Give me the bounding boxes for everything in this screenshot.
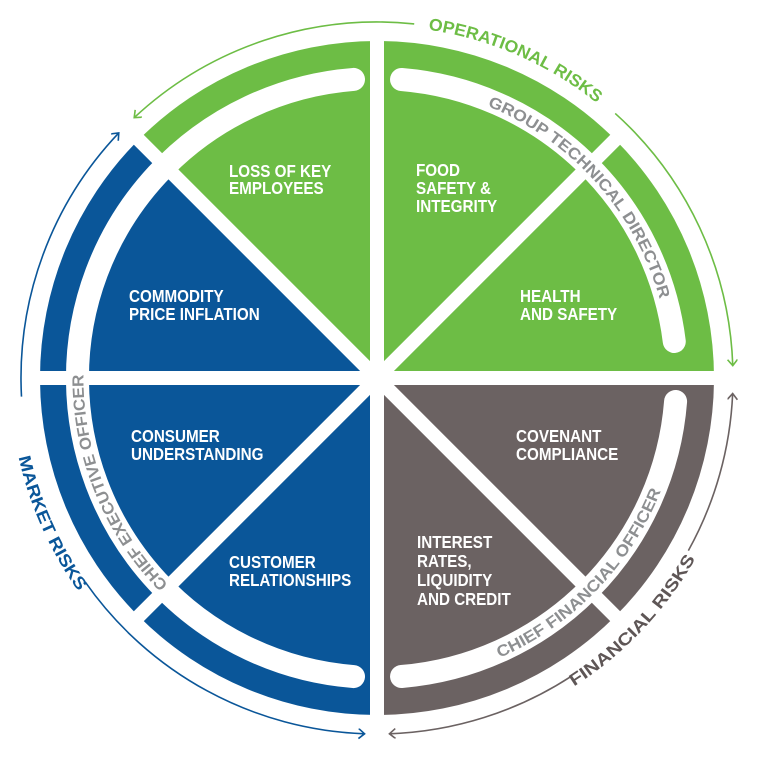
arrow-market-left	[20, 133, 119, 397]
owner-track-market	[65, 67, 365, 689]
divider-line	[129, 130, 625, 626]
wedge-label-food-safety: FOOD SAFETY & INTEGRITY	[416, 161, 497, 216]
svg-text:LOSS OF KEY EMPLOYEES: LOSS OF KEY EMPLOYEES	[229, 162, 336, 198]
svg-text:HEALTH AND SAFETY: HEALTH AND SAFETY	[520, 287, 617, 324]
svg-text:COMMODITY PRICE INFLATIO: COMMODITY PRICE INFLATION	[129, 287, 260, 324]
wedge-label-covenant-compliance: COVENANT COMPLIANCE	[516, 427, 618, 464]
wedge-label-health-safety: HEALTH AND SAFETY	[520, 287, 617, 324]
owner-track-operational	[390, 68, 686, 353]
arrow-financial-bottom	[389, 675, 572, 734]
svg-text:CUSTOMER RELATIONSHIPS: CUSTOMER RELATIONSHIPS	[229, 553, 351, 590]
wedge-label-customer-relationships: CUSTOMER RELATIONSHIPS	[229, 553, 351, 590]
wedge-label-commodity-price-inflation: COMMODITY PRICE INFLATION	[129, 287, 260, 324]
owner-track-financial	[390, 390, 688, 688]
svg-text:INTEREST RATES, LI: INTEREST RATES, LIQUIDITY AND CREDIT	[417, 533, 511, 609]
arrow-operational-left	[134, 21, 415, 118]
owner-tracks	[65, 67, 688, 689]
svg-text:CONSUMER UNDERSTANDING: CONSUMER UNDERSTANDING	[131, 427, 263, 464]
wedge-label-interest-rates: INTEREST RATES, LIQUIDITY AND CREDIT	[417, 533, 511, 609]
svg-text:COVENANT COMPLIANCE: COVENANT COMPLIANCE	[516, 427, 618, 464]
cycle-arrows	[20, 21, 733, 734]
svg-text:FOOD SAFETY & INTE: FOOD SAFETY & INTEGRITY	[416, 161, 497, 216]
dividers	[34, 35, 720, 721]
arrow-operational-right	[614, 112, 733, 365]
wedge-label-loss-of-key-employees: LOSS OF KEY EMPLOYEES	[229, 162, 336, 198]
wedge-label-consumer-understanding: CONSUMER UNDERSTANDING	[131, 427, 263, 464]
arrow-market-bottom	[84, 581, 364, 734]
arrow-financial-right	[687, 394, 732, 551]
